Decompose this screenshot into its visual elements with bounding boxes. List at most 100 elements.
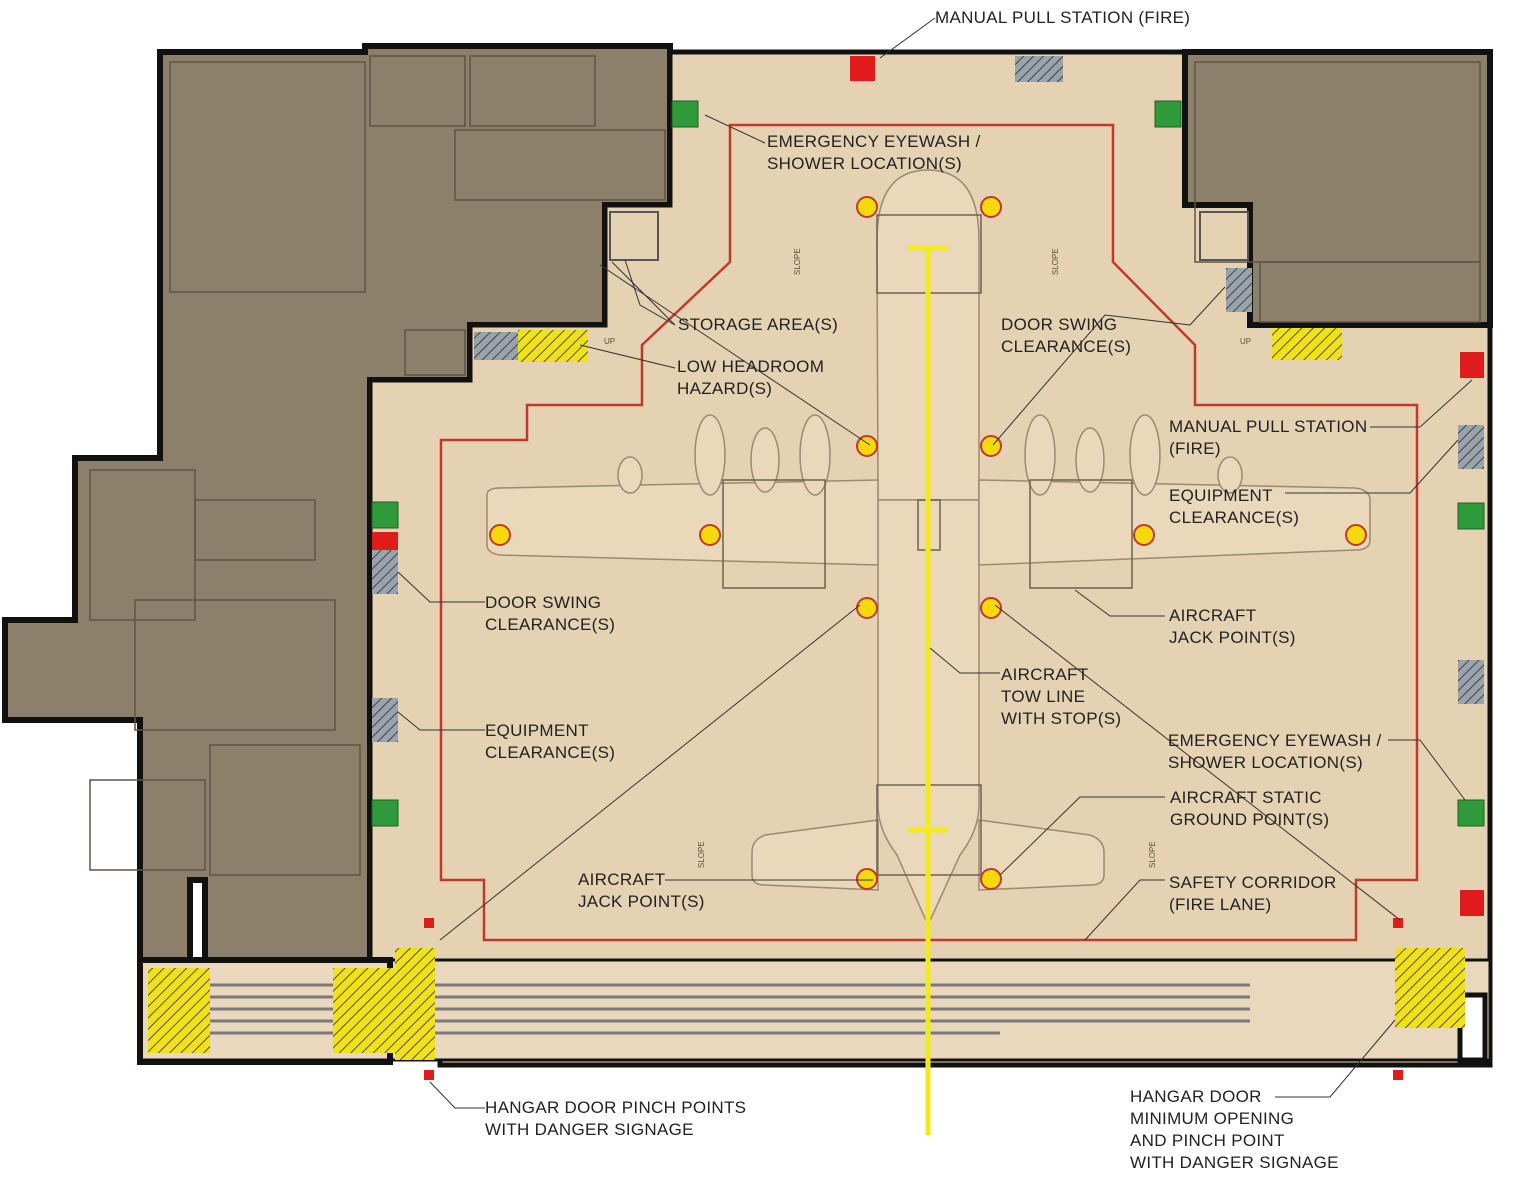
label-line: SAFETY CORRIDOR [1169, 873, 1337, 892]
label-line: CLEARANCE(S) [1001, 337, 1132, 356]
label-line: (FIRE LANE) [1169, 895, 1272, 914]
door-swing-clearance [1015, 56, 1063, 82]
label-line: SHOWER LOCATION(S) [767, 154, 962, 173]
label-pull-station-right: MANUAL PULL STATION (FIRE) [1169, 416, 1367, 460]
label-line: WITH DANGER SIGNAGE [485, 1120, 694, 1139]
eyewash-station [1154, 100, 1182, 128]
jack-point [856, 196, 878, 218]
label-line: MINIMUM OPENING [1130, 1109, 1295, 1128]
slope-mark: SLOPE [793, 248, 802, 275]
danger-sign [1393, 918, 1403, 928]
eyewash-station [1457, 799, 1485, 827]
door-swing-clearance [1226, 268, 1252, 312]
slope-mark: SLOPE [1051, 248, 1060, 275]
up-mark: UP [1240, 337, 1251, 346]
storage-area [1199, 211, 1249, 261]
label-eyewash-right: EMERGENCY EYEWASH / SHOWER LOCATION(S) [1168, 730, 1382, 774]
slope-mark: SLOPE [1148, 841, 1157, 868]
label-line: (FIRE) [1169, 439, 1221, 458]
pinch-point-hazard [395, 948, 435, 1060]
label-line: AIRCRAFT STATIC [1170, 788, 1322, 807]
eyewash-station [371, 501, 399, 529]
label-line: CLEARANCE(S) [1169, 508, 1300, 527]
storage-area [609, 211, 659, 261]
jack-point [489, 524, 511, 546]
label-equipment-right: EQUIPMENT CLEARANCE(S) [1169, 485, 1299, 529]
label-line: MANUAL PULL STATION (FIRE) [935, 8, 1191, 27]
label-line: JACK POINT(S) [1169, 628, 1296, 647]
label-door-opening: HANGAR DOOR MINIMUM OPENING AND PINCH POIN… [1130, 1086, 1339, 1174]
label-line: EQUIPMENT [485, 721, 589, 740]
jack-point [699, 524, 721, 546]
label-storage-area: STORAGE AREA(S) [678, 314, 838, 336]
jack-point [980, 597, 1002, 619]
label-line: EMERGENCY EYEWASH / [767, 132, 981, 151]
eyewash-station [1457, 502, 1485, 530]
eyewash-station [671, 100, 699, 128]
pull-station [1460, 352, 1484, 378]
label-line: WITH STOP(S) [1001, 709, 1122, 728]
label-equipment-left: EQUIPMENT CLEARANCE(S) [485, 720, 615, 764]
label-line: JACK POINT(S) [578, 892, 705, 911]
jack-point [856, 597, 878, 619]
danger-sign [1393, 1070, 1403, 1080]
label-door-swing-left: DOOR SWING CLEARANCE(S) [485, 592, 615, 636]
low-headroom-hazard [1272, 328, 1342, 360]
label-tow-line: AIRCRAFT TOW LINE WITH STOP(S) [1001, 664, 1121, 730]
label-low-headroom: LOW HEADROOM HAZARD(S) [677, 356, 824, 400]
pinch-point-hazard [1395, 948, 1465, 1028]
label-line: HANGAR DOOR [1130, 1087, 1262, 1106]
jack-point [980, 196, 1002, 218]
danger-sign [424, 1070, 434, 1080]
label-line: AND PINCH POINT [1130, 1131, 1285, 1150]
jack-point [1345, 524, 1367, 546]
label-line: DOOR SWING [485, 593, 602, 612]
label-line: TOW LINE [1001, 687, 1086, 706]
static-ground-point [856, 868, 878, 890]
pinch-point-hazard [148, 968, 210, 1053]
label-line: HANGAR DOOR PINCH POINTS [485, 1098, 747, 1117]
label-line: STORAGE AREA(S) [678, 315, 839, 334]
static-ground-point [980, 868, 1002, 890]
safety-corridor-line [439, 123, 1419, 942]
pull-station [850, 56, 875, 81]
label-line: GROUND POINT(S) [1170, 810, 1330, 829]
up-mark: UP [604, 337, 615, 346]
equipment-clearance [1458, 425, 1484, 469]
label-line: HAZARD(S) [677, 379, 773, 398]
label-line: EQUIPMENT [1169, 486, 1273, 505]
label-line: CLEARANCE(S) [485, 743, 616, 762]
label-line: CLEARANCE(S) [485, 615, 616, 634]
equipment-clearance [1458, 660, 1484, 704]
pinch-point-hazard [333, 968, 395, 1053]
label-line: LOW HEADROOM [677, 357, 825, 376]
danger-sign [424, 918, 434, 928]
door-swing-clearance [474, 332, 518, 360]
door-swing-clearance [372, 550, 398, 594]
label-pinch-points: HANGAR DOOR PINCH POINTS WITH DANGER SIGN… [485, 1097, 746, 1141]
jack-point [1133, 524, 1155, 546]
slope-mark: SLOPE [697, 841, 706, 868]
label-line: SHOWER LOCATION(S) [1168, 753, 1363, 772]
label-line: EMERGENCY EYEWASH / [1168, 731, 1382, 750]
label-safety-corridor: SAFETY CORRIDOR (FIRE LANE) [1169, 872, 1337, 916]
right-office-block [1182, 49, 1493, 328]
label-eyewash-top: EMERGENCY EYEWASH / SHOWER LOCATION(S) [767, 131, 981, 175]
label-jack-point-right: AIRCRAFT JACK POINT(S) [1169, 605, 1296, 649]
label-line: AIRCRAFT [1001, 665, 1089, 684]
label-pull-station-top: MANUAL PULL STATION (FIRE) [935, 7, 1190, 29]
pull-station [1460, 890, 1484, 916]
label-line: AIRCRAFT [578, 870, 666, 889]
pull-station [372, 532, 398, 552]
low-headroom-hazard [518, 330, 588, 362]
eyewash-station [371, 799, 399, 827]
label-line: AIRCRAFT [1169, 606, 1257, 625]
label-line: WITH DANGER SIGNAGE [1130, 1153, 1339, 1172]
equipment-clearance [372, 698, 398, 742]
label-static-ground: AIRCRAFT STATIC GROUND POINT(S) [1170, 787, 1329, 831]
label-jack-point-left: AIRCRAFT JACK POINT(S) [578, 869, 705, 913]
label-line: MANUAL PULL STATION [1169, 417, 1368, 436]
